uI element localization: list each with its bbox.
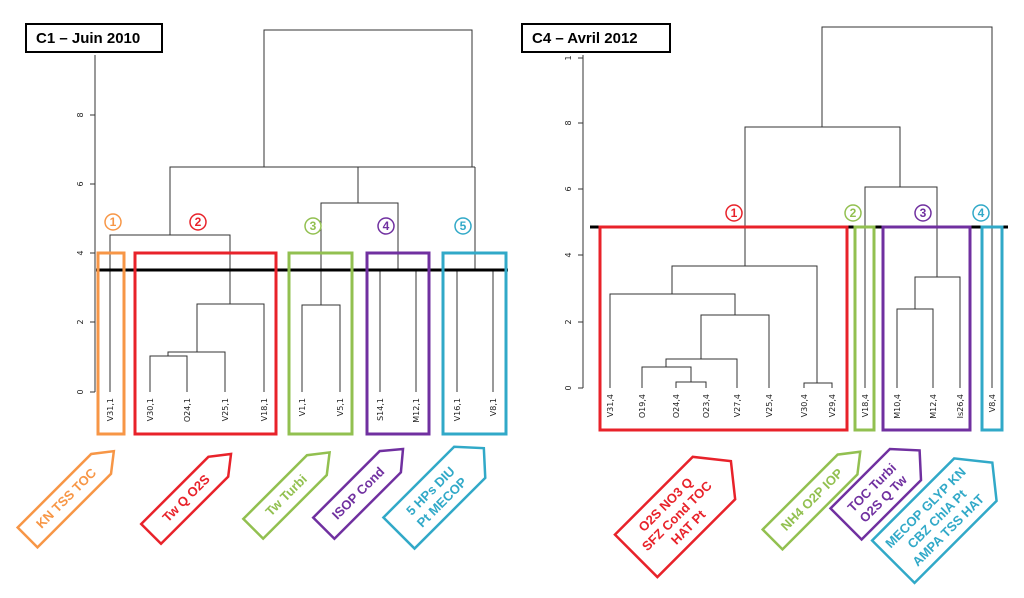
cluster-box-4 <box>980 225 1004 432</box>
cluster-number-text: 4 <box>383 219 390 233</box>
cluster-number-text: 2 <box>850 206 857 220</box>
right-y-tick: 0 <box>564 385 573 390</box>
right-dendrogram <box>609 26 993 388</box>
cluster-box-3 <box>287 251 354 436</box>
right-panel: C4 – Avril 2012 0 2 4 6 8 1 <box>521 23 1008 585</box>
leaf-label: V31,4 <box>606 394 615 417</box>
leaf-label: M10,4 <box>893 394 902 419</box>
cluster-number-2: 2 <box>189 213 207 231</box>
cluster-number-text: 4 <box>978 206 985 220</box>
tag-o2s-no3-q: O2S NO3 Q SFZ Cond TOC HAT Pt <box>613 455 737 579</box>
leaf-label: V29,4 <box>828 394 837 417</box>
tag-tw-q-o2s: Tw Q O2S <box>139 452 233 546</box>
cluster-number-1: 1 <box>725 204 743 222</box>
cluster-number-3: 3 <box>304 217 322 235</box>
leaf-label: Is26,4 <box>956 394 965 418</box>
left-y-tick: 2 <box>76 319 85 324</box>
left-y-tick: 6 <box>76 181 85 186</box>
cluster-number-text: 3 <box>920 206 927 220</box>
right-y-tick: 6 <box>564 186 573 191</box>
leaf-label: V1,1 <box>298 398 307 416</box>
leaf-label: V31,1 <box>106 398 115 421</box>
leaf-label: O19,4 <box>638 394 647 418</box>
cluster-number-text: 2 <box>195 215 202 229</box>
leaf-label: V8,1 <box>489 398 498 416</box>
left-y-tick: 0 <box>76 389 85 394</box>
cluster-box-4 <box>365 251 431 436</box>
cluster-box-1 <box>598 225 849 432</box>
left-title-box <box>25 23 163 53</box>
left-y-tick: 8 <box>76 112 85 117</box>
tag-text: KN TSS TOC <box>33 465 100 532</box>
cluster-number-4: 4 <box>972 204 990 222</box>
right-leaf-labels: V31,4 O19,4 O24,4 O23,4 V27,4 V25,4 V30,… <box>606 394 997 419</box>
leaf-label: O24,4 <box>672 394 681 418</box>
left-dendrogram <box>109 29 494 392</box>
cluster-number-5: 5 <box>454 217 472 235</box>
cluster-number-4: 4 <box>377 217 395 235</box>
cluster-box-3 <box>881 225 972 432</box>
leaf-label: V30,1 <box>146 398 155 421</box>
right-y-tick: 8 <box>564 120 573 125</box>
leaf-label: M12,1 <box>412 398 421 423</box>
right-y-axis: 0 2 4 6 8 1 <box>564 55 584 391</box>
leaf-label: V8,4 <box>988 394 997 412</box>
leaf-label: O24,1 <box>183 398 192 422</box>
right-y-tick: 2 <box>564 319 573 324</box>
cluster-number-2: 2 <box>844 204 862 222</box>
cluster-box-1 <box>96 251 126 436</box>
cluster-number-text: 1 <box>731 206 738 220</box>
leaf-label: V5,1 <box>336 398 345 416</box>
cluster-number-1: 1 <box>104 213 122 231</box>
left-y-axis: 0 2 4 6 8 <box>76 55 96 395</box>
cluster-box-2 <box>133 251 278 436</box>
left-panel: C1 – Juin 2010 0 2 4 6 8 <box>15 23 508 551</box>
left-y-tick: 4 <box>76 250 85 255</box>
cluster-number-text: 5 <box>460 219 467 233</box>
cluster-number-text: 1 <box>110 215 117 229</box>
leaf-label: V27,4 <box>733 394 742 417</box>
right-title: C4 – Avril 2012 <box>532 30 638 47</box>
cluster-box-2 <box>853 225 876 432</box>
leaf-label: O23,4 <box>702 394 711 418</box>
leaf-label: V18,4 <box>861 394 870 417</box>
right-title-box <box>521 23 671 53</box>
leaf-label: M12,4 <box>929 394 938 419</box>
right-y-tick: 1 <box>564 55 573 60</box>
left-leaf-labels: V31,1 V30,1 O24,1 V25,1 V18,1 V1,1 V5,1 … <box>106 398 498 423</box>
cluster-box-5 <box>441 251 508 436</box>
leaf-label: S14,1 <box>376 398 385 421</box>
tag-text: NH4 O2P IOP <box>778 465 846 533</box>
leaf-label: V30,4 <box>800 394 809 417</box>
tag-kn-tss-toc: KN TSS TOC <box>15 449 116 550</box>
cluster-number-3: 3 <box>914 204 932 222</box>
cluster-number-text: 3 <box>310 219 317 233</box>
leaf-label: V18,1 <box>260 398 269 421</box>
leaf-label: V25,4 <box>765 394 774 417</box>
right-y-tick: 4 <box>564 252 573 257</box>
leaf-label: V16,1 <box>453 398 462 421</box>
left-title: C1 – Juin 2010 <box>36 30 140 47</box>
leaf-label: V25,1 <box>221 398 230 421</box>
